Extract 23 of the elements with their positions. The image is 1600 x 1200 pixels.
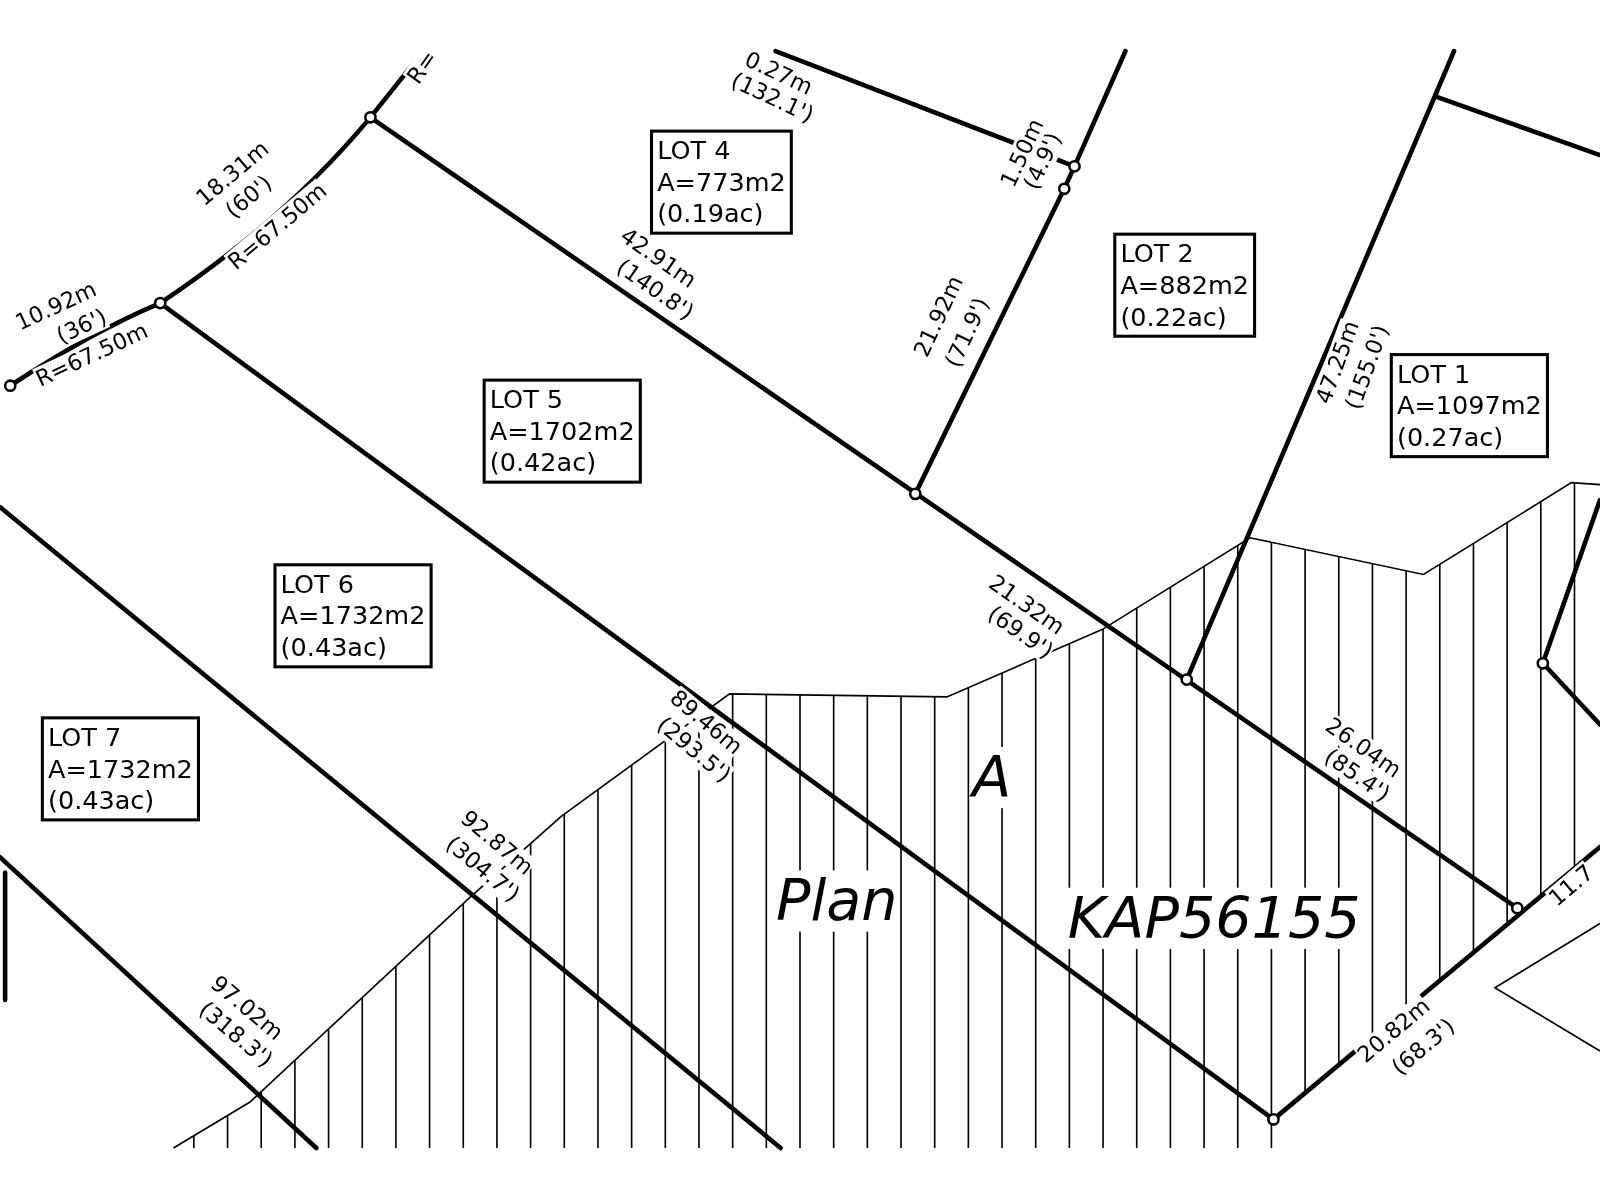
lot-text: LOT 2 [1120,237,1195,270]
lot-text: LOT 5 [489,383,565,416]
lot-label-box [482,378,642,484]
plan-number: KAP56155 [1067,887,1361,949]
lot-text: (0.43ac) [47,784,156,817]
lot-text: A=882m2 [1120,269,1249,301]
lot-text: LOT 7 [47,721,123,754]
lot-text: A=1732m2 [280,600,426,632]
lot-text: A=1732m2 [47,753,193,785]
lot-label-box [1389,353,1549,459]
lot-text: A=773m2 [657,166,786,198]
lot-text: LOT 4 [657,134,732,167]
lot-label-box [273,563,433,669]
lot-label-box [40,716,200,822]
lot-text: LOT 1 [1396,358,1472,390]
lot-text: (0.27ac) [1396,421,1505,454]
lot-text: LOT 6 [280,568,355,600]
lot-text: A=1097m2 [1396,389,1542,422]
lot-text: (0.42ac) [489,446,598,479]
lot-text: (0.22ac) [1120,301,1228,333]
lot-text: (0.43ac) [280,631,388,664]
lot-text: A=1702m2 [489,415,635,447]
lot-label-box [1113,232,1257,338]
